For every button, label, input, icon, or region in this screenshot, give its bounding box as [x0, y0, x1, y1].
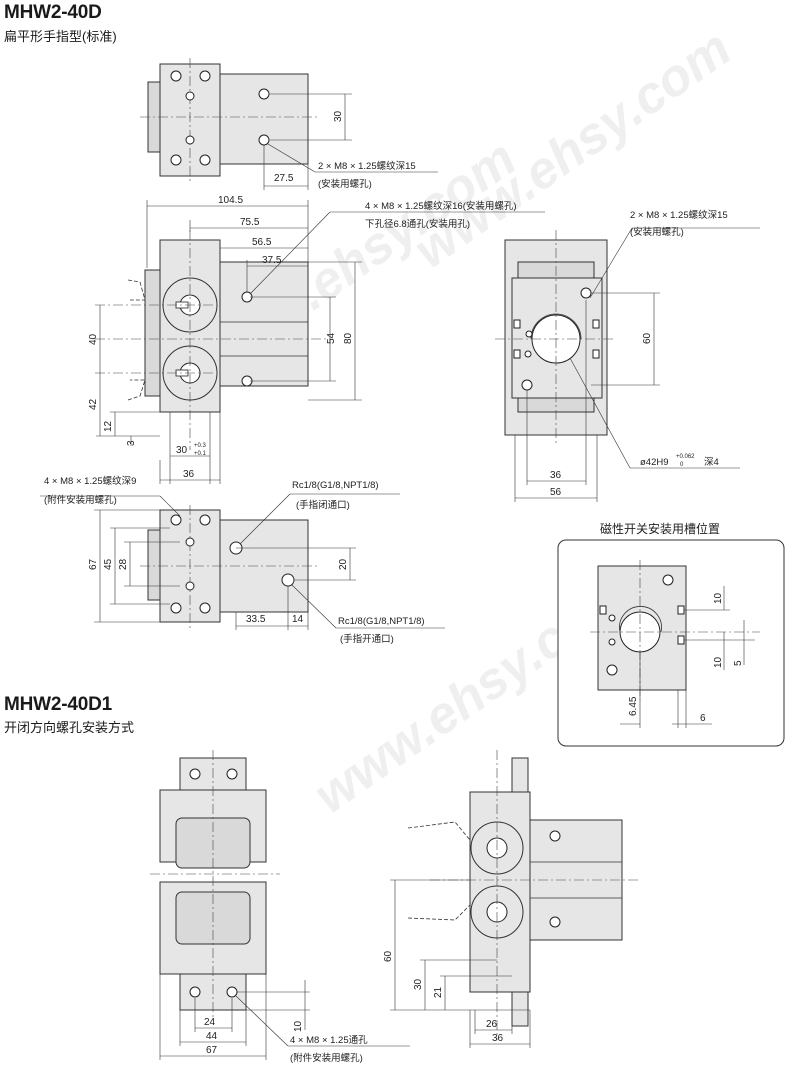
- dim-80: 80: [343, 332, 354, 344]
- note-mount-right: 2 × M8 × 1.25螺纹深15: [630, 209, 728, 221]
- dim-bottom-45: 45: [103, 558, 114, 570]
- bottom-view: 67 45 28 20 33.5 14 4 × M8 × 1.25螺纹深9 (附…: [40, 475, 445, 645]
- dim-switch-6-45: 6.45: [628, 696, 639, 716]
- dim-d1-67: 67: [206, 1045, 218, 1056]
- dim-side-56: 56: [550, 487, 562, 498]
- note-att-4xm8-thru: 4 × M8 × 1.25通孔: [290, 1035, 368, 1046]
- switch-slot-box: 磁性开关安装用槽位置 10 10 5 6.45 6: [557, 521, 785, 747]
- note-bore: ø42H9: [640, 457, 669, 468]
- dim-12: 12: [103, 420, 114, 432]
- dim-switch-6: 6: [700, 713, 706, 724]
- dim-d1-24: 24: [204, 1017, 216, 1028]
- section-title-mhw2-40d1: MHW2-40D1: [4, 694, 112, 715]
- switch-box-title: 磁性开关安装用槽位置: [600, 521, 720, 536]
- dim-d1-side-21: 21: [433, 986, 444, 998]
- section-title-mhw2-40d: MHW2-40D: [4, 2, 102, 23]
- section-subtitle-standard: 扁平形手指型(标准): [4, 29, 117, 44]
- note-port-close: Rc1/8(G1/8,NPT1/8): [292, 480, 379, 491]
- note-mount-4xm8-16-sub: 下孔径6.8通孔(安装用孔): [365, 218, 470, 230]
- dim-104-5: 104.5: [218, 195, 243, 206]
- dim-36: 36: [183, 469, 195, 480]
- dim-d1-side-26: 26: [486, 1019, 498, 1030]
- dim-switch-5: 5: [733, 660, 744, 666]
- note-bore-tol-upper: +0.062: [676, 454, 695, 460]
- dim-30-tol-lower: +0.1: [194, 451, 207, 457]
- note-port-close-sub: (手指闭通口): [296, 499, 350, 511]
- dim-bottom-20: 20: [338, 558, 349, 570]
- dim-bottom-67: 67: [88, 558, 99, 570]
- d1-side-view: 60 30 21 26 36: [383, 750, 640, 1048]
- front-view: 104.5 75.5 56.5 37.5 40 42 12 3 54 80 30: [88, 195, 545, 484]
- dim-d1-44: 44: [206, 1031, 218, 1042]
- dim-d1-side-60: 60: [383, 950, 394, 962]
- side-view: 60 36 56 2 × M8 × 1.25螺纹深15 (安装用螺孔) ø42H…: [495, 209, 760, 502]
- note-mount-4xm8-16: 4 × M8 × 1.25螺纹深16(安装用螺孔): [365, 200, 517, 212]
- dim-37-5: 37.5: [262, 255, 282, 266]
- dim-switch-10b: 10: [713, 656, 724, 668]
- note-port-open-sub: (手指开通口): [340, 633, 394, 645]
- dim-switch-10a: 10: [713, 592, 724, 604]
- dim-side-60: 60: [642, 332, 653, 344]
- section-subtitle-open-close-mount: 开闭方向螺孔安装方式: [4, 720, 135, 735]
- dim-30-tol-upper: +0.3: [194, 443, 207, 449]
- note-att-4xm8-9-sub: (附件安装用螺孔): [44, 494, 117, 506]
- dim-side-36: 36: [550, 470, 562, 481]
- top-view: 30 27.5 2 × M8 × 1.25螺纹深15 (安装用螺孔): [140, 58, 438, 190]
- dim-75-5: 75.5: [240, 217, 260, 228]
- dim-top-27-5: 27.5: [274, 173, 294, 184]
- dim-54: 54: [326, 332, 337, 344]
- note-mount-right-sub: (安装用螺孔): [630, 226, 684, 238]
- note-att-4xm8-9: 4 × M8 × 1.25螺纹深9: [44, 475, 136, 487]
- dim-40: 40: [88, 333, 99, 345]
- dim-56-5: 56.5: [252, 237, 272, 248]
- dim-bottom-28: 28: [118, 558, 129, 570]
- note-bore-depth: 深4: [704, 457, 719, 468]
- dim-bottom-14: 14: [292, 614, 304, 625]
- dim-30-tol: 30: [176, 445, 188, 456]
- note-mount-top-sub: (安装用螺孔): [318, 178, 372, 190]
- dim-d1-side-30: 30: [413, 978, 424, 990]
- dim-3: 3: [126, 440, 137, 446]
- note-port-open: Rc1/8(G1/8,NPT1/8): [338, 616, 425, 627]
- note-mount-top: 2 × M8 × 1.25螺纹深15: [318, 160, 416, 172]
- d1-front-view: 10 24 44 67 4 × M8 × 1.25通孔 (附件安装用螺孔): [150, 750, 410, 1064]
- dim-d1-side-36: 36: [492, 1033, 504, 1044]
- dim-d1-10: 10: [293, 1020, 304, 1032]
- dim-bottom-33-5: 33.5: [246, 614, 266, 625]
- note-att-4xm8-thru-sub: (附件安装用螺孔): [290, 1052, 363, 1064]
- note-bore-tol-lower: 0: [680, 462, 684, 468]
- dim-top-30: 30: [333, 110, 344, 122]
- dim-42: 42: [88, 398, 99, 410]
